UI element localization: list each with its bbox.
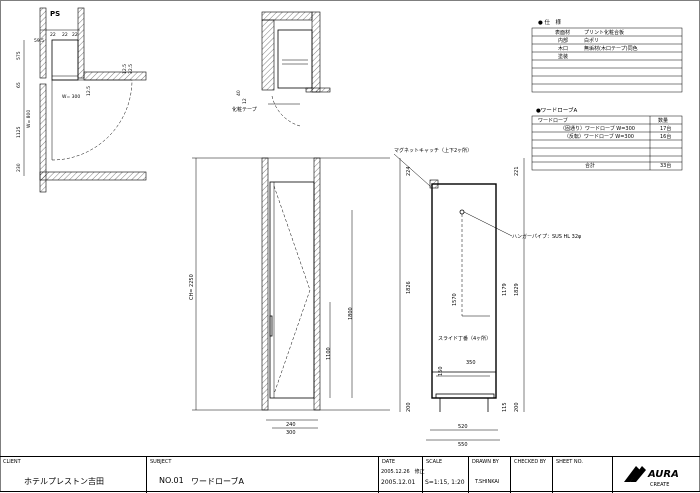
dim-575: 575 — [16, 51, 22, 60]
ch-label: CH= 2250 — [189, 274, 195, 300]
dim-40: 40 — [236, 90, 242, 96]
plan-wardrobe — [51, 39, 79, 81]
plan-wall-side — [39, 83, 47, 193]
drawn-by: T.SHINKAI — [475, 479, 500, 485]
dim-150: 150 — [438, 366, 444, 376]
plan-wall-bottom — [39, 171, 147, 181]
section-view: マグネットキャッチ（上下2ヶ所） ハンガーパイプ：SUS HL 32φ スライド… — [393, 147, 582, 448]
date-cell: DATE 2005.12.26 修正 2005.12.01 — [378, 457, 425, 493]
dim-1829: 1829 — [514, 283, 520, 296]
date-revised: 2005.12.26 修正 — [381, 469, 425, 475]
slide-hinge-label: スライド丁番（4ヶ所） — [438, 335, 491, 342]
magnet-catch-label: マグネットキャッチ（上下2ヶ所） — [394, 147, 472, 154]
door-swing-arc — [51, 79, 133, 161]
dim-65: 65 — [16, 82, 22, 88]
drawn-label: DRAWN BY — [472, 459, 499, 465]
dim-1125: 1125 — [16, 126, 22, 138]
wardrobe-heading: ●ワードローブA — [536, 106, 577, 114]
ps-wall-left — [39, 7, 47, 79]
hanger-pipe-label: ハンガーパイプ：SUS HL 32φ — [512, 233, 582, 240]
front-elevation: CH= 2250 240 300 1800 1100 — [189, 157, 390, 436]
drawn-cell: DRAWN BY T.SHINKAI — [468, 457, 510, 493]
section-cabinet — [431, 183, 497, 399]
spec-key-2: 木口 — [558, 45, 568, 52]
client-name: ホテルプレストン吉田 — [24, 477, 104, 486]
dim-22-b: 22 — [62, 32, 68, 38]
dim-w300: W= 300 — [62, 94, 80, 100]
client-label: CLIENT — [3, 459, 21, 465]
dim-224: 224 — [406, 166, 412, 176]
drawing-number: NO.01 — [159, 476, 184, 485]
spec-value-1: 白ポリ — [584, 37, 599, 44]
spec-value-2: 無垢材(木口テープ)同色 — [584, 45, 638, 52]
wardrobe-col-qty: 数量 — [658, 117, 668, 124]
date-value: 2005.12.01 — [381, 479, 416, 486]
dim-22-c: 22 — [72, 32, 78, 38]
dim-w800: W= 800 — [26, 110, 32, 128]
subject-label: SUBJECT — [150, 459, 172, 465]
aura-logo: AURA CREATE — [624, 466, 679, 488]
dim-32-5: 32.5 — [128, 64, 134, 74]
dim-350: 350 — [466, 360, 476, 366]
sheet-cell: SHEET NO. — [552, 457, 612, 493]
dim-1800: 1800 — [348, 307, 354, 320]
dim-230: 230 — [16, 163, 22, 172]
wardrobe-total-label: 合計 — [585, 162, 595, 169]
dim-200-a: 200 — [406, 402, 412, 412]
laminate-tape-label: 化粧テープ — [232, 106, 257, 113]
dim-200-b: 200 — [514, 402, 520, 412]
detail-view: 化粧テープ 40 12 — [232, 11, 331, 127]
title-block: CLIENT ホテルプレストン吉田 SUBJECT NO.01 ワードローブA … — [0, 456, 700, 493]
logo-text: AURA — [647, 469, 679, 480]
scale-label: SCALE — [426, 459, 443, 465]
wardrobe-total-qty: 33台 — [660, 162, 671, 169]
dim-12: 12 — [242, 98, 248, 104]
logo-cell — [612, 457, 700, 493]
spec-table: ● 仕 様 表面材 プリント化粧合板 内部 白ポリ 木口 無垢材(木口テープ)同… — [531, 18, 683, 93]
dim-1100: 1100 — [326, 347, 332, 360]
dim-1826: 1826 — [406, 281, 412, 294]
plan-wall-top — [83, 71, 147, 81]
date-label: DATE — [382, 459, 396, 465]
spec-key-0: 表面材 — [555, 29, 570, 36]
dim-1179: 1179 — [502, 283, 508, 296]
elevation-cabinet — [269, 181, 315, 399]
ps-label: PS — [50, 10, 60, 18]
dim-550: 550 — [458, 442, 468, 448]
wardrobe-row-1-qty: 16台 — [660, 133, 671, 140]
subject-name: ワードローブA — [191, 477, 244, 486]
dim-22-a: 22 — [50, 32, 56, 38]
dim-115: 115 — [502, 402, 508, 412]
client-cell: CLIENT ホテルプレストン吉田 — [0, 457, 146, 493]
scale-cell: SCALE S=1:15, 1:20 — [422, 457, 468, 493]
wardrobe-row-1-name: （反転）ワードローブ W=300 — [564, 133, 634, 140]
dim-12-5-a: 12.5 — [86, 86, 92, 96]
hanger-pipe — [459, 209, 465, 215]
dim-300: 300 — [286, 430, 296, 436]
spec-value-0: プリント化粧合板 — [584, 29, 624, 36]
spec-key-1: 内部 — [558, 37, 568, 44]
dim-12-5-b: 12.5 — [122, 64, 128, 74]
door-open-indicator — [273, 185, 311, 395]
checked-label: CHECKED BY — [514, 459, 546, 465]
wardrobe-row-0-qty: 17台 — [660, 125, 671, 132]
logo-sub: CREATE — [650, 482, 669, 488]
spec-key-3: 塗装 — [558, 53, 568, 60]
dim-520: 520 — [458, 424, 468, 430]
ps-wall-right — [77, 7, 85, 79]
scale-value: S=1:15, 1:20 — [425, 479, 465, 486]
dim-59-5: 59.5 — [34, 38, 44, 44]
sheet-label: SHEET NO. — [556, 459, 583, 465]
wardrobe-table: ●ワードローブA ワードローブ 数量 （固通り）ワードローブ W=300 17台… — [531, 106, 683, 171]
wardrobe-row-0-name: （固通り）ワードローブ W=300 — [560, 125, 635, 132]
plan-view: PS 59.5 22 22 22 575 65 W= 800 1125 230 … — [16, 7, 147, 193]
dim-240: 240 — [286, 422, 296, 428]
wardrobe-col-name: ワードローブ — [538, 117, 568, 124]
dim-221: 221 — [514, 166, 520, 176]
dim-1570: 1570 — [452, 293, 458, 306]
spec-heading: ● 仕 様 — [538, 18, 562, 26]
checked-cell: CHECKED BY — [510, 457, 552, 493]
subject-cell: SUBJECT NO.01 ワードローブA — [146, 457, 378, 493]
